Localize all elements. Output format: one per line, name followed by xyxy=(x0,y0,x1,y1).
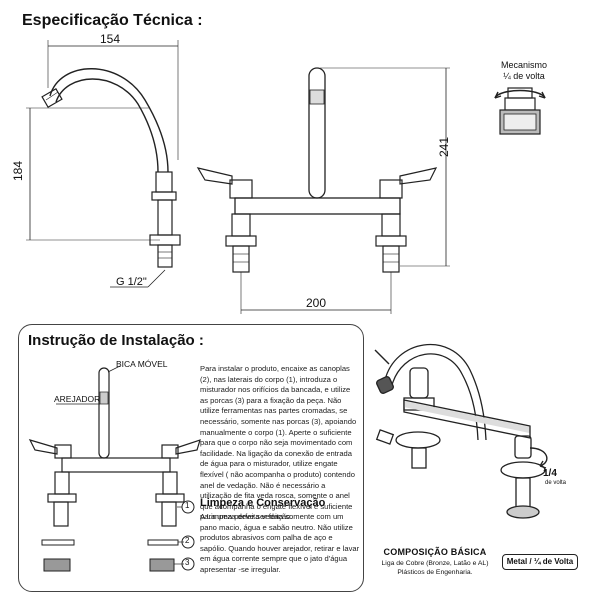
dimension-spacing: 200 xyxy=(306,296,327,310)
material-badge: Metal / ¼ de Volta xyxy=(502,554,578,570)
mechanism-label: Mecanismo ¼ de volta xyxy=(489,60,559,82)
composition-line1: Liga de Cobre (Bronze, Latão e AL) xyxy=(381,560,489,567)
install-drawing xyxy=(28,365,201,572)
dimension-total-height: 241 xyxy=(437,136,452,158)
mechanism-label-line2: ¼ de volta xyxy=(503,71,545,81)
callout-2-circle xyxy=(181,535,195,549)
cartridge-mechanism xyxy=(494,87,546,135)
mechanism-label-line1: Mecanismo xyxy=(500,60,547,70)
cleaning-title: Limpeza e Conservação xyxy=(200,497,326,509)
cleaning-text: A Limpeza deve ser feita somente com um … xyxy=(200,512,360,574)
spec-title: Especificação Técnica : xyxy=(22,12,203,29)
product-sketch xyxy=(374,343,548,519)
label-aerator: AREJADOR xyxy=(54,394,101,404)
callout-1: 1 xyxy=(185,501,190,510)
thread-size: G 1/2" xyxy=(116,276,147,288)
composition-line2: Plásticos de Engenharia. xyxy=(397,569,473,576)
install-title: Instrução de Instalação : xyxy=(28,332,204,349)
installation-panel xyxy=(18,324,364,592)
dimension-height: 184 xyxy=(11,160,26,182)
quarter-turn-sub: de volta xyxy=(545,480,567,486)
composition-block: COMPOSIÇÃO BÁSICA Liga de Cobre (Bronze,… xyxy=(380,547,490,577)
side-view-faucet xyxy=(26,40,181,288)
install-instructions: Para instalar o produto, encaixe as cano… xyxy=(200,364,357,522)
dimension-width: 154 xyxy=(100,32,121,46)
quarter-turn-label: 1/4 xyxy=(543,468,557,479)
callout-3-circle xyxy=(181,557,195,571)
composition-title: COMPOSIÇÃO BÁSICA xyxy=(383,547,487,557)
callout-3: 3 xyxy=(185,558,190,567)
callout-1-circle xyxy=(181,500,195,514)
front-view-faucet xyxy=(196,67,450,314)
label-spout: BICA MÓVEL xyxy=(116,359,168,369)
callout-2: 2 xyxy=(185,536,190,545)
